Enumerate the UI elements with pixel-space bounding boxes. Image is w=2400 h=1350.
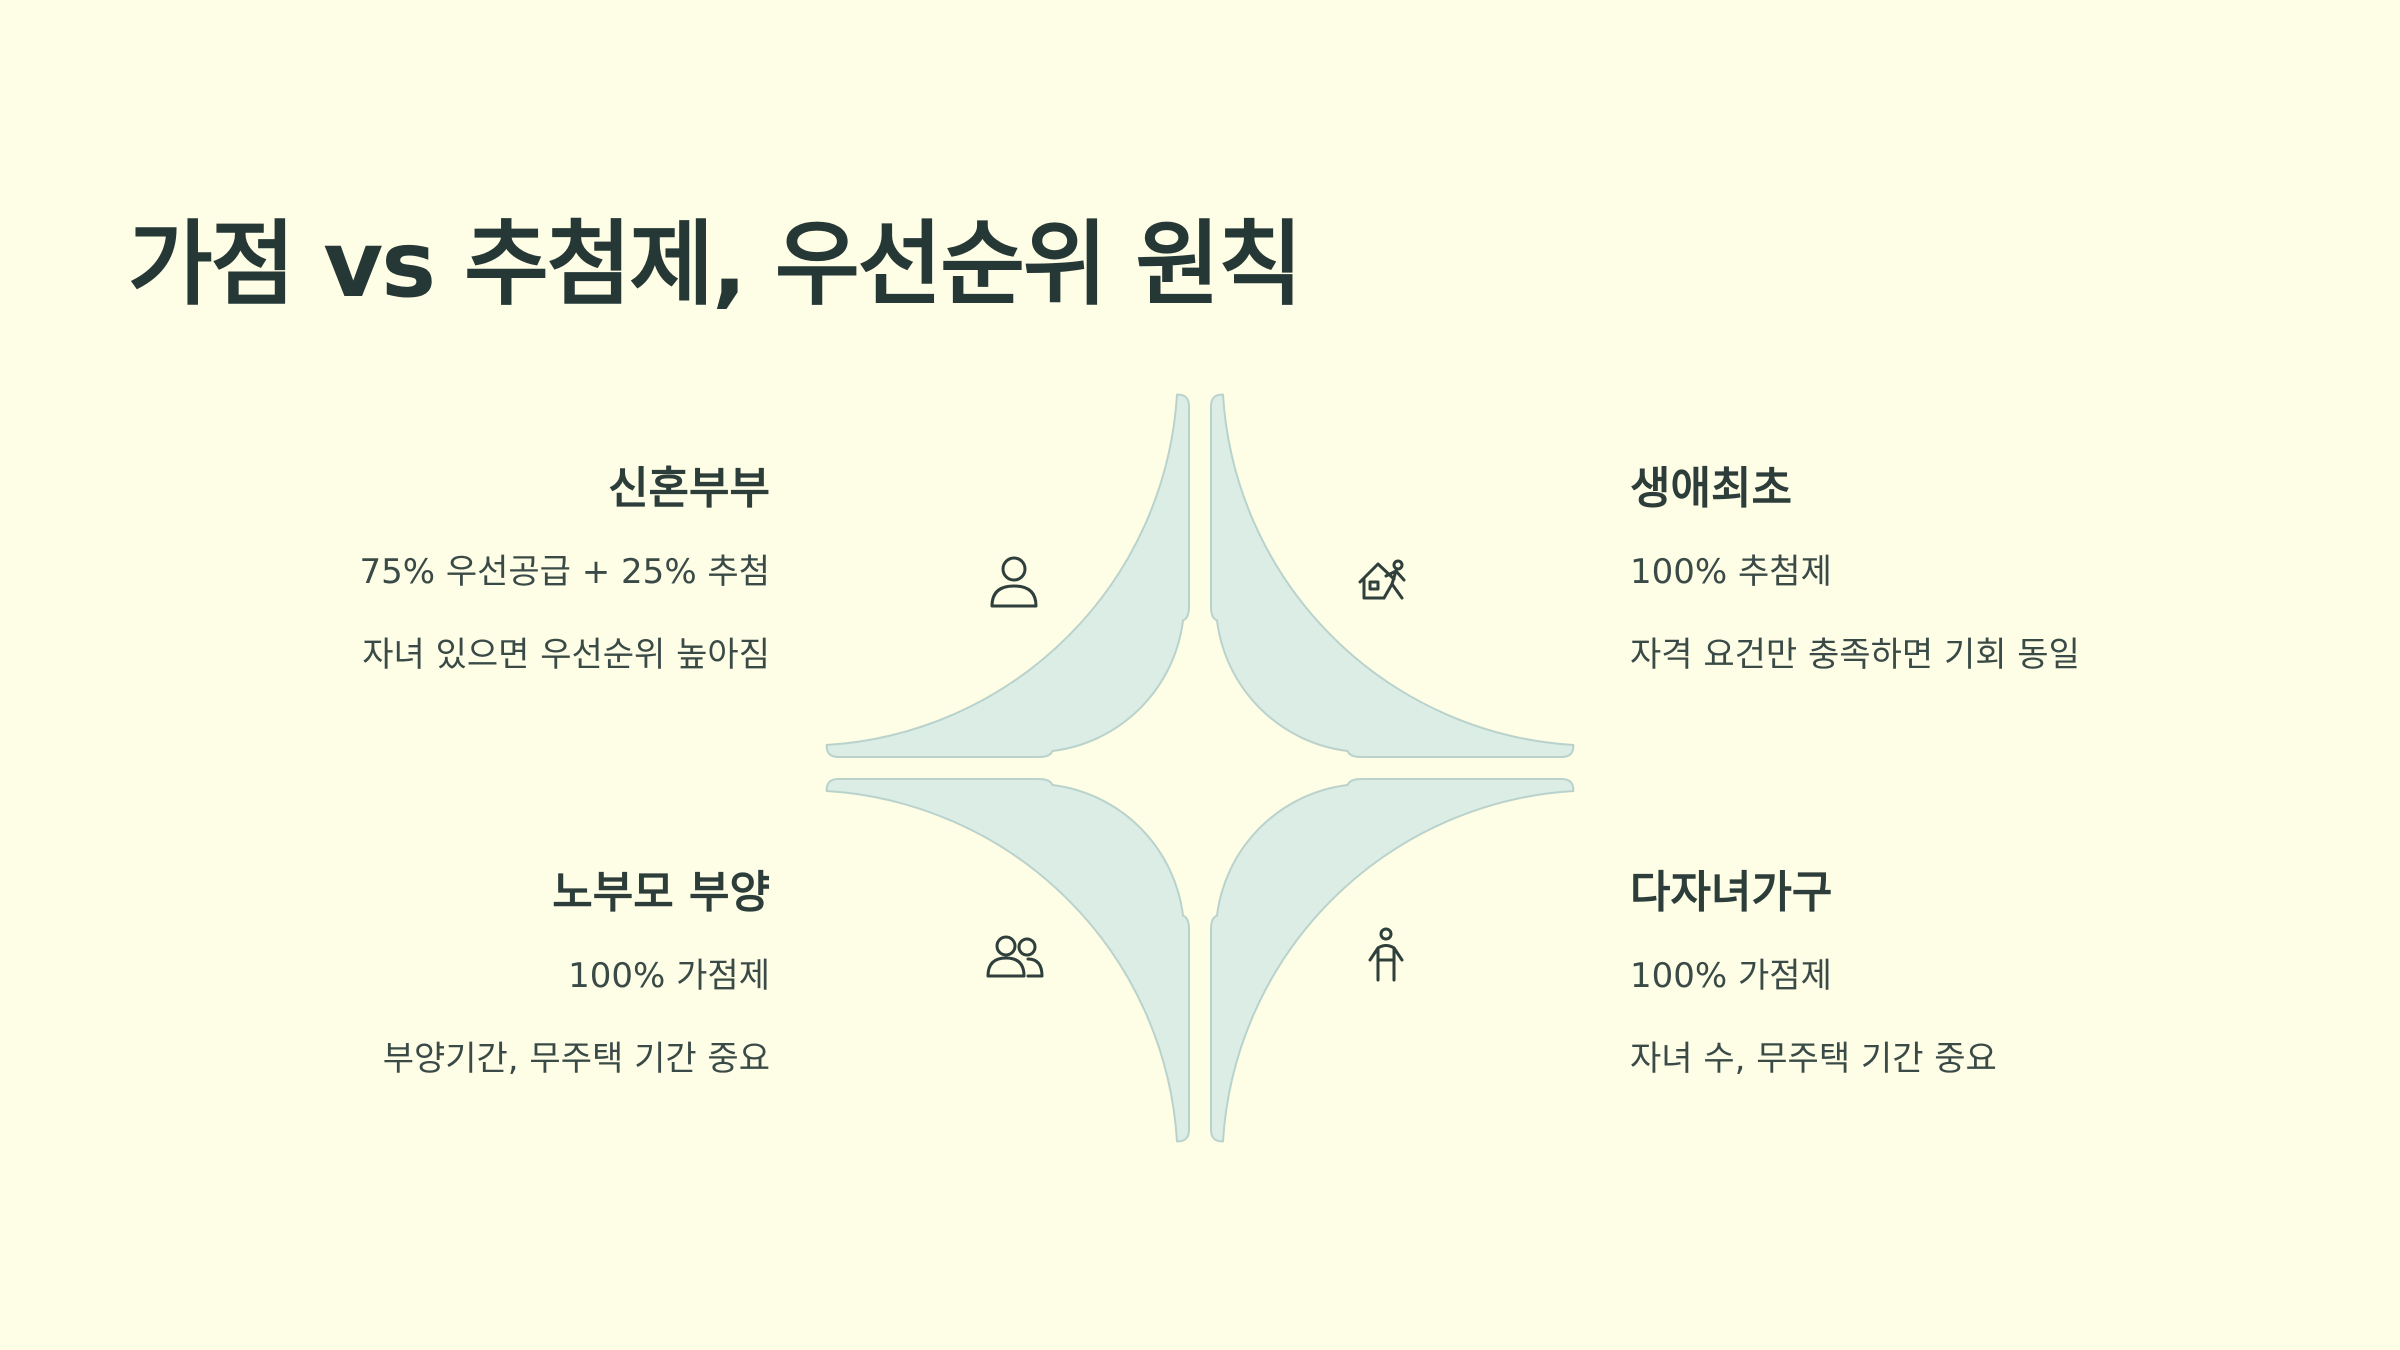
segment-bottom-right[interactable] [1210,778,1575,1143]
quadrant-detail: 자녀 있으면 우선순위 높아짐 [362,635,770,675]
segment-top-left[interactable] [825,393,1190,758]
quadrant-heading: 신혼부부 [608,463,770,514]
users-icon [986,935,1044,978]
quadrant-detail: 자녀 수, 무주택 기간 중요 [1630,1039,1997,1079]
quadrant-detail: 부양기간, 무주택 기간 중요 [382,1039,770,1079]
quadrant-top-right-text: 생애최초 100% 추첨제 자격 요건만 충족하면 기회 동일 [1630,452,2330,710]
segment-top-right[interactable] [1210,393,1575,758]
quadrant-detail: 75% 우선공급 + 25% 추첨 [359,552,770,592]
house-walker-icon [1358,559,1406,600]
page-title: 가점 vs 추첨제, 우선순위 원칙 [128,211,1303,318]
quadrant-detail: 100% 추첨제 [1630,552,1832,592]
quadrant-heading: 노부모 부양 [552,867,770,918]
quadrant-heading: 생애최초 [1630,463,1792,514]
quadrant-bottom-left-text: 노부모 부양 100% 가점제 부양기간, 무주택 기간 중요 [70,856,770,1114]
quadrant-top-left-text: 신혼부부 75% 우선공급 + 25% 추첨 자녀 있으면 우선순위 높아짐 [70,452,770,710]
quadrant-heading: 다자녀가구 [1630,867,1833,918]
person-icon [990,556,1038,608]
quadrant-detail: 100% 가점제 [568,956,770,996]
quadrant-bottom-right-text: 다자녀가구 100% 가점제 자녀 수, 무주택 기간 중요 [1630,856,2330,1114]
quadrant-detail: 자격 요건만 충족하면 기회 동일 [1630,635,2080,675]
quadrant-detail: 100% 가점제 [1630,956,1832,996]
child-icon [1368,927,1404,982]
segment-bottom-left[interactable] [825,778,1190,1143]
